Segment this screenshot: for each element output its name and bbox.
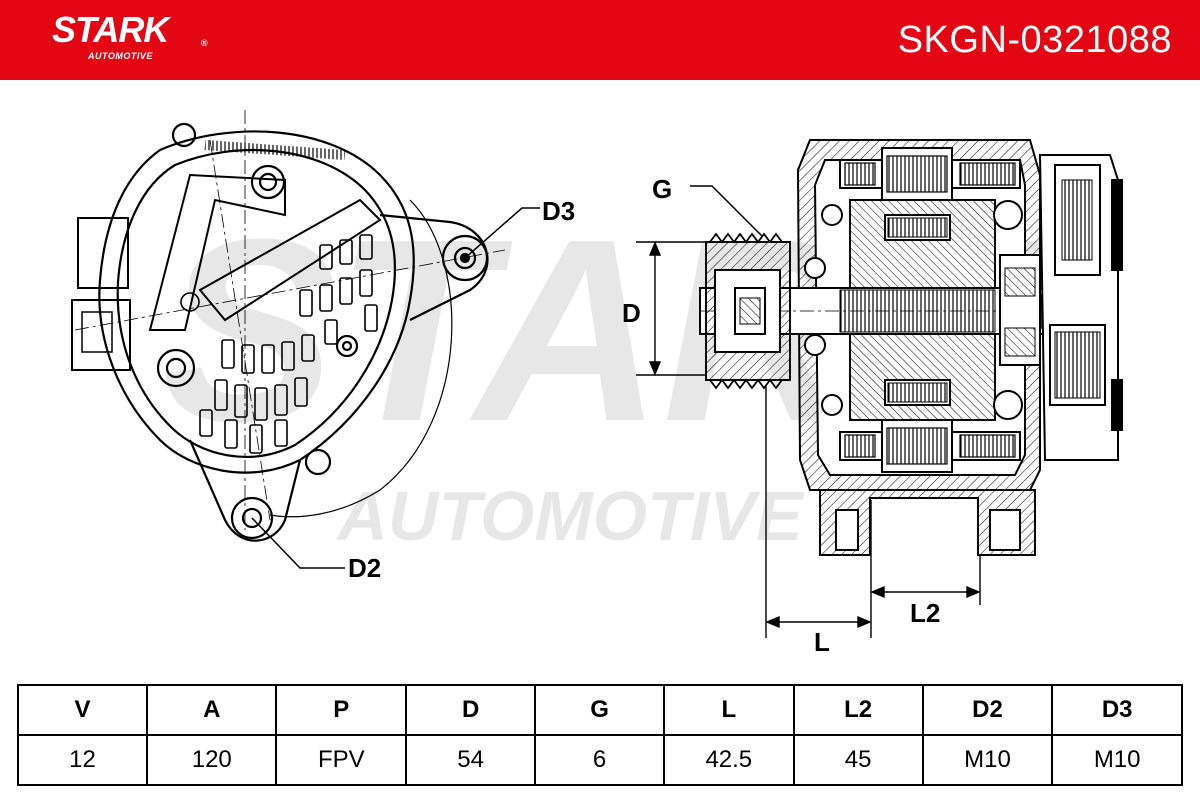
spec-header-l: L <box>662 684 795 736</box>
label-d3: D3 <box>542 196 575 226</box>
label-l2: L2 <box>910 598 940 628</box>
spec-value-p: FPV <box>275 734 408 786</box>
label-d2: D2 <box>348 553 381 583</box>
spec-value-g: 6 <box>534 734 665 786</box>
spec-header-l2: L2 <box>792 684 924 736</box>
technical-drawing: STARK AUTOMOTIVE <box>71 110 1123 657</box>
spec-value-v: 12 <box>16 734 149 786</box>
g-dimension: G <box>652 174 763 237</box>
label-d: D <box>622 298 641 328</box>
spec-header-d: D <box>405 684 537 736</box>
label-g: G <box>652 174 672 204</box>
spec-header-v: V <box>16 684 149 736</box>
spec-header-d2: D2 <box>921 684 1054 736</box>
l-dimension: L <box>765 385 872 657</box>
alternator-section-view <box>699 139 1123 556</box>
label-l: L <box>814 627 830 657</box>
spec-value-d2: M10 <box>921 734 1054 786</box>
d3-dimension: D3 <box>464 196 575 259</box>
spec-header-row: V A P D G L L2 D2 D3 <box>16 684 1183 736</box>
spec-value-d: 54 <box>405 734 537 786</box>
l2-dimension: L2 <box>870 555 981 628</box>
spec-header-a: A <box>146 684 278 736</box>
spec-table: V A P D G L L2 D2 D3 12 120 FPV 54 6 42.… <box>16 684 1183 786</box>
spec-header-p: P <box>275 684 408 736</box>
spec-value-a: 120 <box>146 734 278 786</box>
watermark-sub: AUTOMOTIVE <box>335 477 805 555</box>
registered-mark: ® <box>201 38 208 48</box>
part-number: SKGN-0321088 <box>897 19 1172 61</box>
spec-value-l: 42.5 <box>662 734 795 786</box>
d-dimension: D <box>622 241 706 376</box>
brand-subtitle: AUTOMOTIVE <box>88 51 153 61</box>
brand-logo: STARK ® AUTOMOTIVE <box>52 9 208 62</box>
spec-header-d3: D3 <box>1051 684 1183 736</box>
brand-name: STARK <box>52 9 169 50</box>
spec-value-l2: 45 <box>792 734 924 786</box>
d2-dimension: D2 <box>251 517 381 583</box>
header-bar: STARK ® AUTOMOTIVE SKGN-0321088 <box>0 0 1200 80</box>
spec-value-row: 12 120 FPV 54 6 42.5 45 M10 M10 <box>16 734 1183 786</box>
spec-header-g: G <box>534 684 665 736</box>
spec-value-d3: M10 <box>1051 734 1183 786</box>
